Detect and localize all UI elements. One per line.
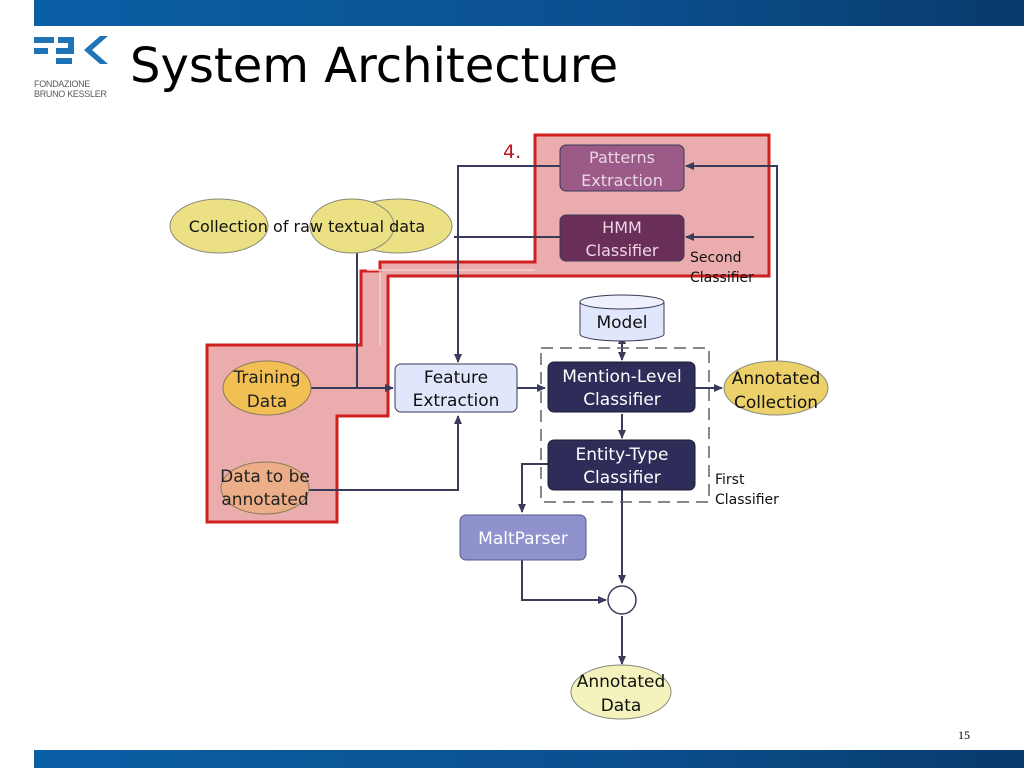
- top-header-bar: [34, 0, 1024, 26]
- first-classifier-label-line2: Classifier: [715, 492, 779, 508]
- feature-extraction-line2: Extraction: [413, 391, 500, 411]
- data-to-annotate-line1: Data to be: [220, 467, 310, 487]
- training-data-line2: Data: [247, 392, 288, 412]
- step-number-label: 4.: [503, 141, 521, 163]
- fbk-logo: FONDAZIONE BRUNO KESSLER: [34, 34, 116, 104]
- fbk-logo-mark-icon: [34, 36, 108, 64]
- mention-level-line2: Classifier: [583, 390, 661, 410]
- first-classifier-label-line1: First: [715, 472, 745, 488]
- model-label: Model: [596, 313, 647, 333]
- mention-level-line1: Mention-Level: [562, 367, 681, 387]
- maltparser-node: MaltParser: [459, 514, 587, 561]
- annotated-data-line1: Annotated: [577, 672, 666, 692]
- annotated-data-node: Annotated Data: [570, 664, 672, 720]
- entity-type-line2: Classifier: [583, 468, 661, 488]
- hmm-classifier-line2: Classifier: [585, 241, 658, 260]
- patterns-extraction-node: Patterns Extraction: [559, 144, 685, 192]
- second-classifier-label-line2: Classifier: [690, 270, 754, 286]
- training-data-node: Training Data: [222, 360, 312, 416]
- annotated-collection-node: Annotated Collection: [723, 360, 829, 416]
- bottom-footer-bar: [34, 750, 1024, 768]
- feature-extraction-node: Feature Extraction: [394, 363, 518, 413]
- first-classifier-boundary: [540, 347, 710, 503]
- merge-node: [607, 585, 637, 615]
- feature-extraction-line1: Feature: [424, 368, 488, 388]
- patterns-extraction-line2: Extraction: [581, 171, 663, 190]
- raw-collection-label: Collection of raw textual data: [189, 217, 425, 236]
- model-node: Model: [579, 294, 665, 342]
- annotated-data-line2: Data: [601, 696, 642, 716]
- connector-lines: [309, 162, 778, 665]
- hmm-classifier-line1: HMM: [602, 218, 642, 237]
- training-data-line1: Training: [232, 368, 300, 388]
- data-to-annotate-node: Data to be annotated: [220, 461, 310, 515]
- data-to-annotate-line2: annotated: [221, 490, 308, 510]
- page-number: 15: [958, 728, 970, 742]
- entity-type-line1: Entity-Type: [576, 445, 669, 465]
- logo-text: FONDAZIONE BRUNO KESSLER: [34, 79, 107, 99]
- entity-type-classifier-node: Entity-Type Classifier: [547, 439, 696, 491]
- page-title: System Architecture: [130, 38, 619, 94]
- annotated-collection-line1: Annotated: [732, 369, 821, 389]
- mention-level-classifier-node: Mention-Level Classifier: [547, 361, 696, 413]
- raw-collection-node: Collection of raw textual data: [169, 198, 453, 254]
- patterns-extraction-line1: Patterns: [589, 148, 655, 167]
- maltparser-label: MaltParser: [478, 529, 568, 549]
- second-classifier-label-line1: Second: [690, 250, 742, 266]
- annotated-collection-line2: Collection: [734, 393, 818, 413]
- hmm-classifier-node: HMM Classifier: [559, 214, 685, 262]
